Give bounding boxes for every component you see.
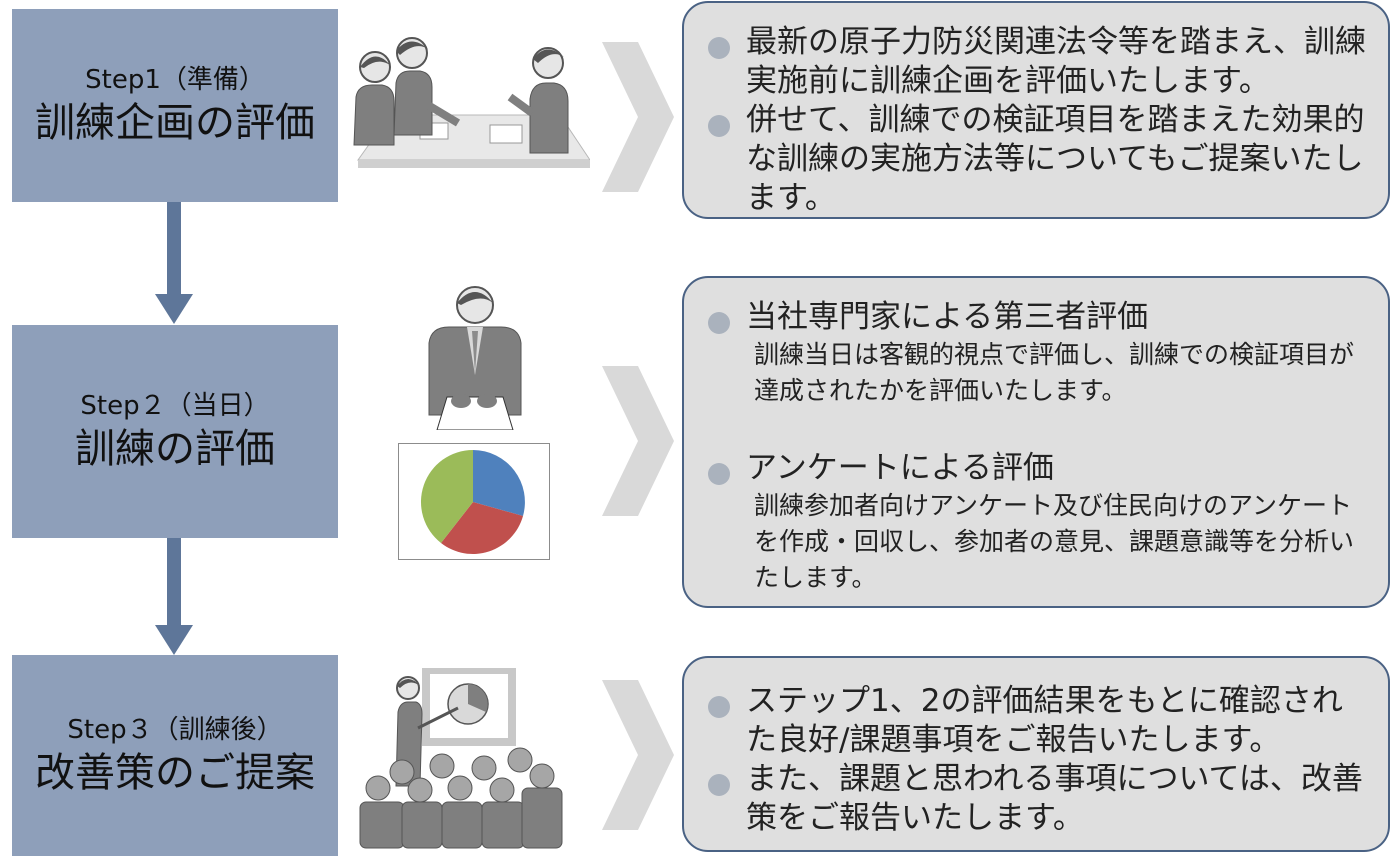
bullet-item: また、課題と思われる事項については、改善策をご報告いたします。: [708, 760, 1370, 838]
bullet-item: アンケートによる評価: [708, 449, 1370, 488]
bullet-text: また、課題と思われる事項については、改善策をご報告いたします。: [746, 761, 1363, 836]
step3-title: 改善策のご提案: [35, 749, 315, 796]
bullet-text: 最新の原子力防災関連法令等を踏まえ、訓練実施前に訓練企画を評価いたします。: [746, 24, 1366, 99]
chevron-arrow-2: [602, 366, 674, 516]
step1-box: Step1（準備） 訓練企画の評価: [12, 9, 338, 202]
step1-title: 訓練企画の評価: [35, 99, 315, 146]
step2-box: Step２（当日） 訓練の評価: [12, 325, 338, 538]
chevron-arrow-3: [602, 680, 674, 830]
connector-line-2: [167, 538, 181, 626]
bullet-dot-icon: [708, 37, 730, 59]
step1-description-box: 最新の原子力防災関連法令等を踏まえ、訓練実施前に訓練企画を評価いたします。 併せ…: [682, 1, 1390, 219]
connector-arrowhead-1: [155, 294, 193, 324]
presentation-icon: [359, 668, 563, 849]
step2-description-box: 当社専門家による第三者評価 訓練当日は客観的視点で評価し、訓練での検証項目が達成…: [682, 276, 1390, 608]
bullet-item: 併せて、訓練での検証項目を踏まえた効果的な訓練の実施方法等についてもご提案いたし…: [708, 101, 1370, 218]
chevron-arrow-1: [602, 42, 674, 192]
bullet-item: ステップ1、2の評価結果をもとに確認された良好/課題事項をご報告いたします。: [708, 682, 1370, 760]
step3-subtitle: Step３（訓練後）: [67, 715, 283, 746]
step3-description-box: ステップ1、2の評価結果をもとに確認された良好/課題事項をご報告いたします。 ま…: [682, 656, 1390, 852]
bullet-dot-icon: [708, 463, 730, 485]
evaluator-icon: [428, 286, 522, 430]
connector-arrowhead-2: [155, 625, 193, 655]
connector-line-1: [167, 202, 181, 295]
bullet-heading: アンケートによる評価: [746, 450, 1054, 486]
pie-chart-icon: [420, 450, 525, 554]
step2-subtitle: Step２（当日）: [80, 391, 270, 422]
bullet-description: 訓練当日は客観的視点で評価し、訓練での検証項目が達成されたかを評価いたします。: [754, 340, 1355, 405]
bullet-item: 当社専門家による第三者評価: [708, 298, 1370, 337]
bullet-heading: 当社専門家による第三者評価: [746, 299, 1149, 335]
meeting-icon: [353, 37, 590, 168]
bullet-dot-icon: [708, 696, 730, 718]
step2-title: 訓練の評価: [75, 425, 275, 472]
bullet-description: 訓練参加者向けアンケート及び住民向けのアンケートを作成・回収し、参加者の意見、課…: [754, 491, 1355, 592]
bullet-dot-icon: [708, 115, 730, 137]
bullet-dot-icon: [708, 774, 730, 796]
bullet-text: 併せて、訓練での検証項目を踏まえた効果的な訓練の実施方法等についてもご提案いたし…: [746, 102, 1365, 216]
pie-chart-frame: [398, 443, 550, 560]
bullet-item: 最新の原子力防災関連法令等を踏まえ、訓練実施前に訓練企画を評価いたします。: [708, 23, 1370, 101]
bullet-text: ステップ1、2の評価結果をもとに確認された良好/課題事項をご報告いたします。: [746, 683, 1343, 758]
step3-box: Step３（訓練後） 改善策のご提案: [12, 655, 338, 856]
bullet-dot-icon: [708, 312, 730, 334]
step1-subtitle: Step1（準備）: [85, 65, 265, 96]
